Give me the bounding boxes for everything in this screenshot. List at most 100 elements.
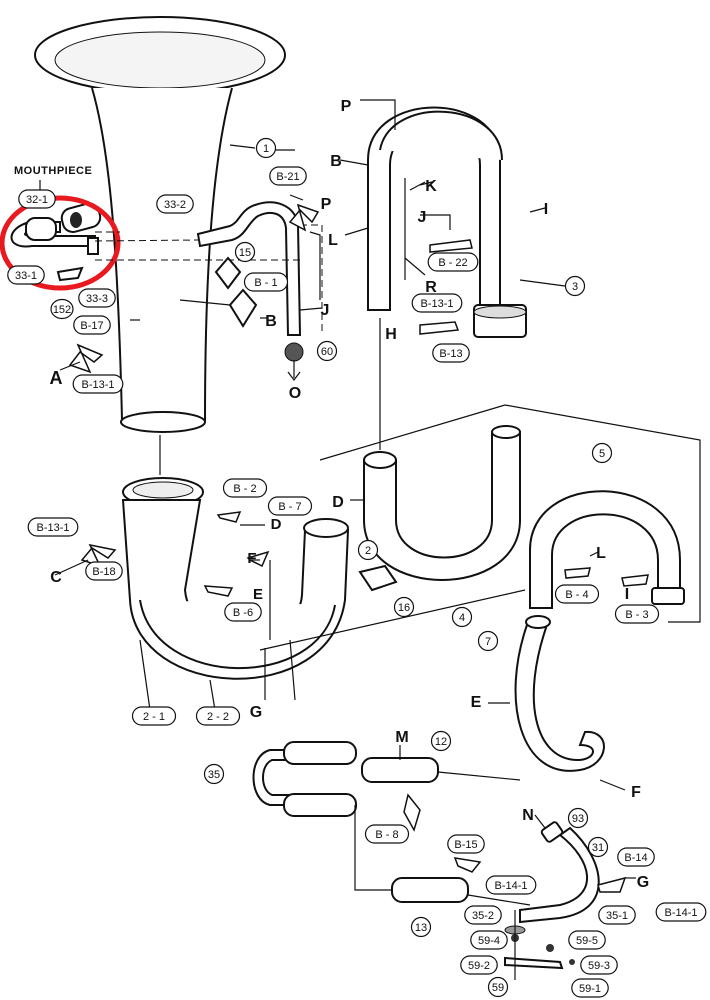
tab-16 bbox=[358, 564, 398, 592]
callout-label: B-13-1 bbox=[420, 298, 453, 310]
callout-cB6: B -6 bbox=[224, 602, 262, 622]
reference-letter-lP1: P bbox=[341, 98, 352, 115]
callout-label: B-13-1 bbox=[81, 379, 114, 391]
callout-label: B-17 bbox=[80, 320, 103, 332]
callout-label: B - 4 bbox=[565, 589, 588, 601]
reference-letter-lO: O bbox=[289, 385, 301, 402]
callout-label: 60 bbox=[321, 346, 333, 358]
callout-c16: 16 bbox=[393, 596, 415, 618]
upper-loop-part bbox=[367, 106, 566, 338]
callout-label: B - 1 bbox=[254, 277, 277, 289]
callout-label: 32-1 bbox=[26, 194, 48, 206]
slide-13 bbox=[391, 877, 469, 903]
callout-c31: 31 bbox=[587, 836, 609, 858]
callout-c351: 35-1 bbox=[598, 905, 636, 925]
callout-label: B - 3 bbox=[625, 609, 648, 621]
callout-label: B-15 bbox=[454, 839, 477, 851]
s-tube-7-part bbox=[514, 615, 605, 772]
callout-label: 33-1 bbox=[15, 270, 37, 282]
reference-letter-lH: H bbox=[385, 326, 397, 343]
callout-c35: 35 bbox=[203, 763, 225, 785]
bottom-bow-part bbox=[121, 477, 350, 711]
callout-label: B - 8 bbox=[375, 829, 398, 841]
mouthpiece-group bbox=[10, 202, 102, 282]
reference-letter-lB2: B bbox=[265, 313, 277, 330]
callout-label: 152 bbox=[53, 304, 71, 316]
callout-label: 1 bbox=[263, 143, 269, 155]
callout-c21: 2 - 1 bbox=[131, 706, 177, 726]
lower-bow-35-part bbox=[252, 741, 357, 817]
callout-c333: 33-3 bbox=[78, 288, 116, 308]
callout-label: 16 bbox=[398, 602, 410, 614]
callout-cB141a: B-14-1 bbox=[485, 875, 537, 895]
callout-c59: 59 bbox=[487, 976, 509, 998]
callout-cB3: B - 3 bbox=[614, 604, 660, 624]
clip-b1-diamond bbox=[228, 288, 258, 328]
callout-c4: 4 bbox=[451, 606, 473, 628]
callout-cB141b: B-14-1 bbox=[655, 902, 707, 922]
callout-label: B-21 bbox=[276, 171, 299, 183]
callout-c332: 33-2 bbox=[156, 194, 194, 214]
callout-label: 13 bbox=[415, 922, 427, 934]
callout-label: B - 2 bbox=[233, 483, 256, 495]
clip-15-diamond bbox=[214, 256, 242, 290]
callout-label: 2 - 1 bbox=[143, 711, 165, 723]
arc-5-part bbox=[504, 404, 701, 623]
callout-cB15: B-15 bbox=[447, 834, 485, 854]
callout-label: 2 - 2 bbox=[207, 711, 229, 723]
callout-cB131c: B-13-1 bbox=[27, 517, 79, 537]
callout-label: 35-1 bbox=[606, 910, 628, 922]
callout-label: B-13-1 bbox=[36, 522, 69, 534]
callout-label: 12 bbox=[435, 736, 447, 748]
callout-label: 93 bbox=[572, 813, 584, 825]
callout-label: 59-4 bbox=[478, 935, 500, 947]
callout-c321: 32-1 bbox=[18, 189, 56, 209]
reference-letter-lK: K bbox=[425, 178, 437, 195]
callout-c352: 35-2 bbox=[464, 905, 502, 925]
callout-cB4: B - 4 bbox=[554, 584, 600, 604]
callout-c93: 93 bbox=[567, 807, 589, 829]
callout-label: 31 bbox=[592, 842, 604, 854]
callout-c591: 59-1 bbox=[571, 978, 609, 998]
bell-part bbox=[34, 16, 286, 433]
callout-label: 2 bbox=[365, 545, 371, 557]
tube-31-part bbox=[504, 821, 600, 935]
reference-letter-lC: C bbox=[50, 569, 62, 586]
leadpipe-part bbox=[94, 201, 323, 381]
reference-letter-lP2: P bbox=[321, 196, 332, 213]
callout-cB21: B-21 bbox=[269, 166, 307, 186]
reference-letter-lR: R bbox=[425, 279, 437, 296]
callout-label: 59-2 bbox=[468, 960, 490, 972]
callout-cB8: B - 8 bbox=[364, 824, 410, 844]
reference-letter-lE2: E bbox=[471, 694, 482, 711]
callout-label: 59 bbox=[492, 982, 504, 994]
callout-label: 5 bbox=[599, 448, 605, 460]
reference-letter-lJ2: J bbox=[418, 209, 427, 226]
callout-c7: 7 bbox=[477, 630, 499, 652]
callout-label: B - 7 bbox=[278, 501, 301, 513]
callout-cB13: B-13 bbox=[432, 343, 470, 363]
reference-letter-lA: A bbox=[50, 368, 63, 388]
callout-label: B-14 bbox=[624, 852, 647, 864]
mouthpiece-title: MOUTHPIECE bbox=[14, 165, 92, 177]
callout-label: B-18 bbox=[92, 566, 115, 578]
callout-label: 35-2 bbox=[472, 910, 494, 922]
callout-cB131b: B-13-1 bbox=[72, 374, 124, 394]
callout-c1: 1 bbox=[255, 137, 277, 159]
callout-label: 4 bbox=[459, 612, 465, 624]
callout-label: B-14-1 bbox=[664, 907, 697, 919]
reference-letter-lI2: I bbox=[625, 586, 629, 603]
callout-label: 59-5 bbox=[576, 935, 598, 947]
callout-label: 3 bbox=[572, 281, 578, 293]
callout-cB7: B - 7 bbox=[267, 496, 313, 516]
callout-label: B - 22 bbox=[438, 257, 467, 269]
middle-u-part bbox=[363, 425, 521, 581]
reference-letter-lD1: D bbox=[271, 516, 282, 533]
reference-letter-lG1: G bbox=[250, 704, 262, 721]
callout-c60: 60 bbox=[316, 340, 338, 362]
callout-c2: 2 bbox=[357, 539, 379, 561]
callout-c152: 152 bbox=[50, 298, 74, 320]
reference-letter-lE1: E bbox=[253, 586, 263, 603]
reference-letter-lL1: L bbox=[328, 232, 338, 249]
